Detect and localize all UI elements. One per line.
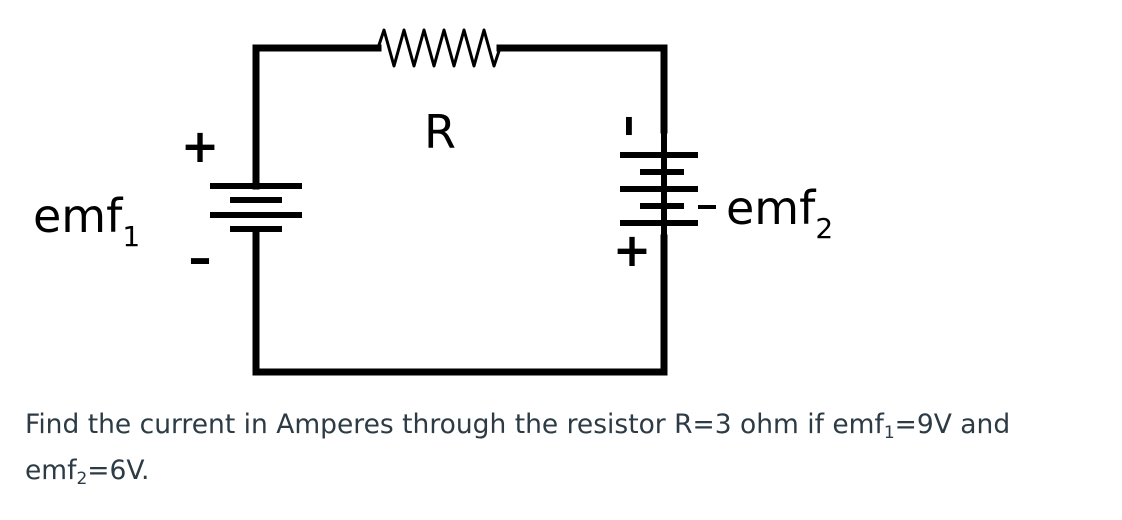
wire-top-right [496,44,668,134]
question-subscript-2: 2 [76,469,88,489]
emf1-label-base: emf [33,189,124,243]
emf2-label-base: emf [726,181,817,235]
battery-emf1 [210,183,302,232]
resistor-label: R [424,105,456,159]
wire-top-left [252,44,382,190]
emf1-minus-sign: – [189,231,212,285]
wire-right-lower [252,230,668,376]
question-part-2: =9V and emf [25,409,1011,486]
question-text: Find the current in Amperes through the … [25,402,1085,494]
question-part-3: =6V. [87,455,150,486]
circuit-diagram: R emf1 + – emf2 – + [33,28,833,376]
question-subscript-1: 1 [883,423,895,443]
emf1-plus-sign: + [181,119,220,173]
resistor [376,28,502,68]
question-part-1: Find the current in Amperes through the … [25,409,884,440]
emf2-plus-sign: + [613,223,652,277]
battery-emf2 [620,128,716,240]
emf1-label-subscript: 1 [122,220,140,253]
emf2-minus-sign: – [605,115,659,138]
emf2-label-subscript: 2 [815,212,833,245]
emf1-label: emf1 [33,189,140,253]
emf2-label: emf2 [726,181,833,245]
